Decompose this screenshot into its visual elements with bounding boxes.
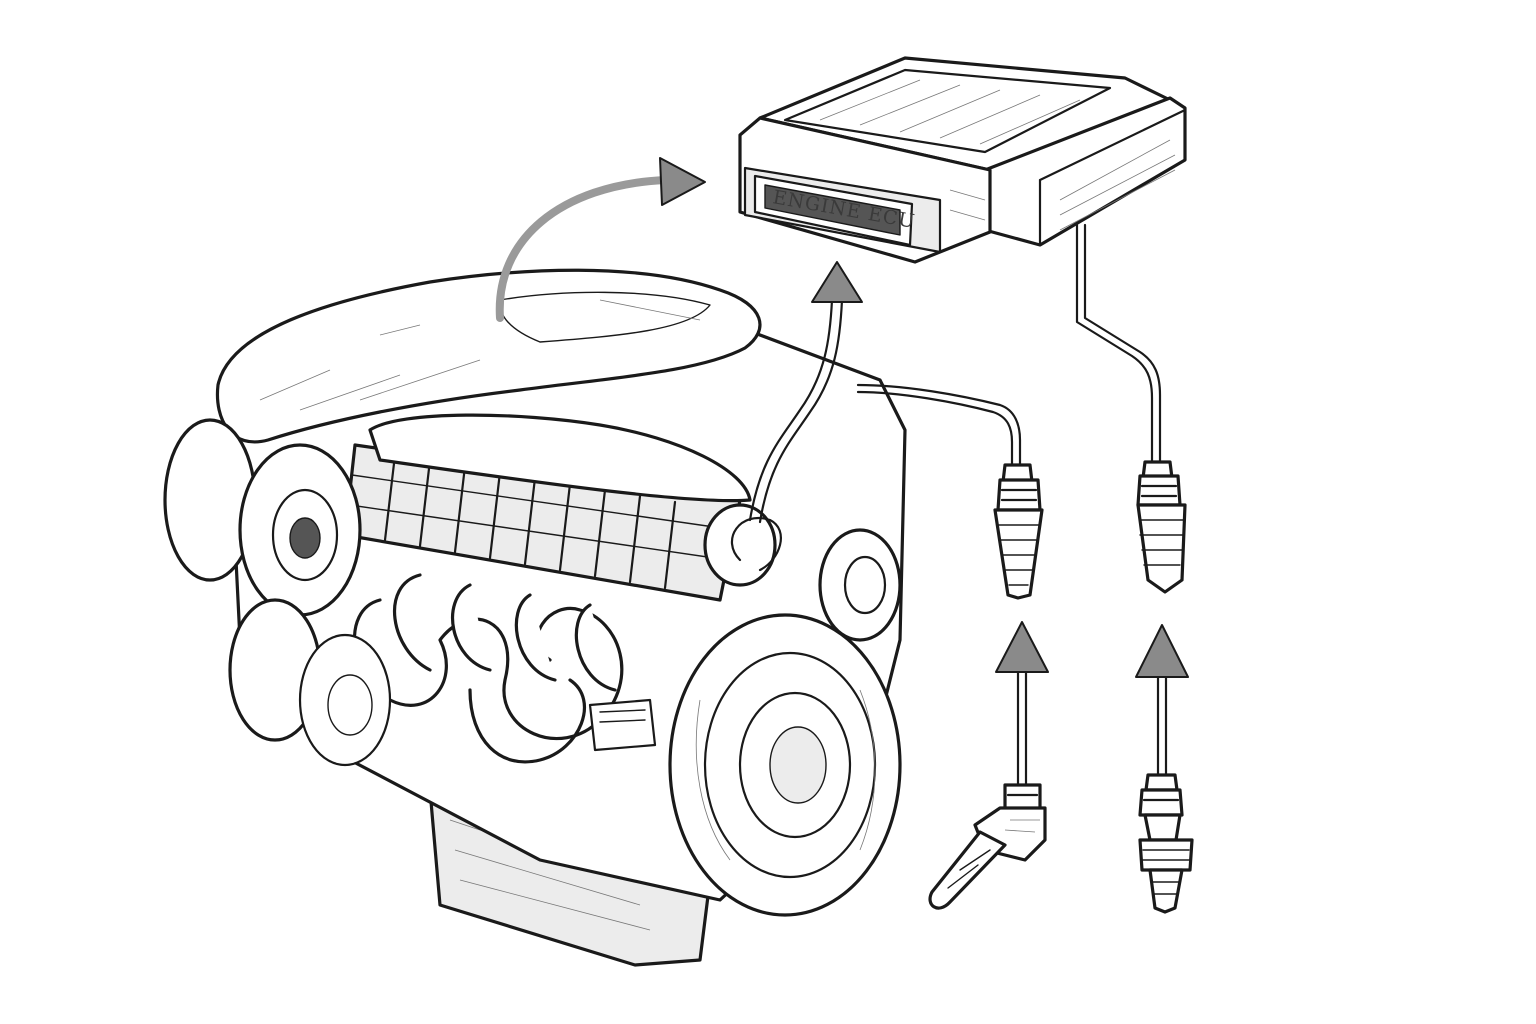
oxygen-sensor-1 [995, 465, 1042, 598]
engine-block [165, 270, 905, 965]
ecu-module: ENGINE ECU [740, 58, 1185, 262]
arrow-head [660, 158, 705, 205]
arrow-up-left [996, 622, 1048, 785]
arrow-head [1136, 625, 1188, 677]
crankshaft-pulley [670, 615, 900, 915]
angled-sensor [930, 785, 1045, 908]
arrow-head [996, 622, 1048, 672]
plug-sensor [1140, 775, 1192, 912]
sensor-2-cable [1077, 225, 1160, 465]
arrow-head [812, 262, 862, 302]
oxygen-sensor-2 [1138, 462, 1185, 592]
arrow-up-right [1136, 625, 1188, 775]
